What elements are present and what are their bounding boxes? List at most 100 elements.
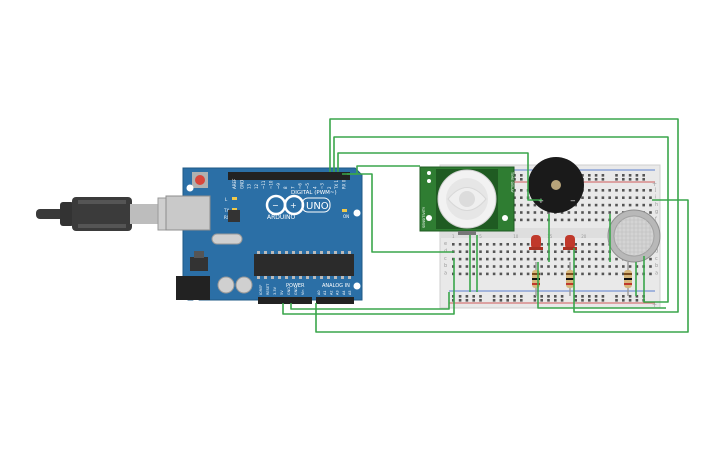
wires bbox=[282, 118, 689, 333]
column-number: 1 bbox=[452, 234, 455, 239]
analog-header[interactable] bbox=[316, 297, 354, 304]
atmega-chip bbox=[254, 254, 354, 276]
power-header[interactable] bbox=[258, 297, 312, 304]
digital-pin-label: ~11 bbox=[261, 180, 266, 189]
rail-plus-bottom: + bbox=[652, 302, 657, 309]
resistor-2[interactable] bbox=[566, 262, 574, 296]
power-label: POWER bbox=[286, 283, 305, 289]
digital-pin-label: TX 1 bbox=[334, 180, 339, 190]
capacitor-2 bbox=[235, 276, 253, 294]
digital-pin-label: ~6 bbox=[298, 183, 303, 189]
digital-pin-label: 2 bbox=[327, 186, 332, 189]
digital-label: DIGITAL (PWM~) bbox=[291, 190, 337, 196]
svg-text:+: + bbox=[290, 201, 297, 210]
uno-badge: UNO bbox=[301, 197, 331, 213]
usb-chip bbox=[228, 210, 240, 222]
row-letter: d bbox=[655, 248, 658, 254]
row-letter: c bbox=[444, 256, 447, 262]
led-2[interactable] bbox=[563, 235, 577, 250]
led-tx-label: TX bbox=[223, 208, 229, 213]
power-pin-label: IOREF bbox=[259, 285, 263, 295]
row-letter: i bbox=[655, 194, 656, 200]
piezo-buzzer[interactable]: + − bbox=[528, 157, 584, 213]
digital-pin-label: 8 bbox=[283, 186, 288, 189]
analog-pin-label: A5 bbox=[348, 290, 352, 295]
power-pin-label: 5V bbox=[280, 290, 284, 295]
led-1[interactable] bbox=[529, 235, 543, 250]
crystal bbox=[211, 233, 243, 245]
power-jack[interactable] bbox=[176, 276, 210, 300]
led-rx-label: RX bbox=[224, 215, 230, 220]
power-pin-label: GND bbox=[294, 287, 298, 295]
column-number: 15 bbox=[547, 234, 553, 239]
brand-label: ARDUINO bbox=[267, 214, 296, 221]
row-letter: b bbox=[655, 263, 658, 269]
wire-8[interactable] bbox=[315, 199, 689, 333]
wire-5[interactable] bbox=[347, 165, 420, 175]
row-letter: f bbox=[655, 217, 657, 223]
sensitivity-pot[interactable] bbox=[426, 215, 432, 221]
arduino-logo: − + bbox=[265, 194, 305, 216]
wire-7[interactable] bbox=[290, 292, 450, 310]
wire-1[interactable] bbox=[329, 118, 679, 313]
usb-jack bbox=[165, 195, 211, 231]
digital-header[interactable] bbox=[228, 172, 350, 180]
time-delay-pot[interactable] bbox=[502, 215, 508, 221]
buzzer-plus: + bbox=[538, 197, 544, 205]
model-label: UNO bbox=[306, 201, 329, 212]
svg-text:−: − bbox=[272, 201, 279, 210]
voltage-regulator bbox=[190, 257, 208, 271]
time-delay-label: TIME DELAY bbox=[510, 171, 514, 194]
digital-pin-label: ~3 bbox=[320, 183, 325, 189]
wire-6[interactable] bbox=[282, 258, 455, 315]
digital-pin-label: ~5 bbox=[305, 183, 310, 189]
digital-pin-label: 7 bbox=[290, 186, 295, 189]
buzzer-minus: − bbox=[570, 197, 576, 205]
resistor-3[interactable] bbox=[624, 262, 632, 296]
row-letter: e bbox=[444, 241, 447, 247]
wire-3[interactable] bbox=[337, 152, 542, 201]
on-label: ON bbox=[343, 214, 349, 219]
analog-pin-label: A2 bbox=[329, 290, 333, 295]
analog-pin-label: A0 bbox=[317, 290, 321, 295]
row-letter: a bbox=[444, 271, 447, 277]
column-number: 10 bbox=[513, 234, 519, 239]
analog-pin-label: A4 bbox=[342, 290, 346, 295]
digital-pin-label: GND bbox=[239, 180, 244, 189]
analog-pin-label: A3 bbox=[336, 290, 340, 295]
analog-label: ANALOG IN bbox=[322, 283, 350, 289]
row-letter: a bbox=[655, 271, 658, 277]
wire-2[interactable] bbox=[333, 136, 669, 303]
led-l-label: L bbox=[225, 197, 228, 202]
column-number: 20 bbox=[581, 234, 587, 239]
digital-pin-label: RX 0 bbox=[342, 179, 347, 189]
digital-pin-label: 13 bbox=[247, 183, 252, 189]
sensitivity-label: SENSITIVITY bbox=[422, 206, 426, 228]
power-pin-label: RESET bbox=[266, 283, 270, 295]
capacitor-1 bbox=[217, 276, 235, 294]
digital-pin-label: 4 bbox=[312, 186, 317, 189]
row-letter: c bbox=[655, 256, 658, 262]
column-number: 5 bbox=[479, 234, 482, 239]
power-pin-label: Vin bbox=[301, 289, 305, 295]
row-letter: h bbox=[655, 202, 658, 208]
row-letter: b bbox=[444, 263, 447, 269]
row-letter: g bbox=[655, 209, 658, 215]
gas-sensor[interactable] bbox=[607, 209, 661, 263]
wire-9[interactable] bbox=[537, 262, 666, 309]
digital-pin-label: AREF bbox=[232, 178, 237, 189]
rail-plus-top: + bbox=[652, 181, 657, 188]
digital-pin-label: 12 bbox=[254, 183, 259, 189]
pir-motion-sensor[interactable]: SENSITIVITY TIME DELAY bbox=[419, 166, 515, 235]
power-pin-label: 3.3V bbox=[273, 286, 277, 295]
digital-pin-label: ~9 bbox=[276, 183, 281, 189]
digital-pin-label: ~10 bbox=[269, 180, 274, 189]
power-pin-label: GND bbox=[287, 287, 291, 295]
row-letter: j bbox=[654, 187, 656, 193]
analog-pin-label: A1 bbox=[323, 290, 327, 295]
